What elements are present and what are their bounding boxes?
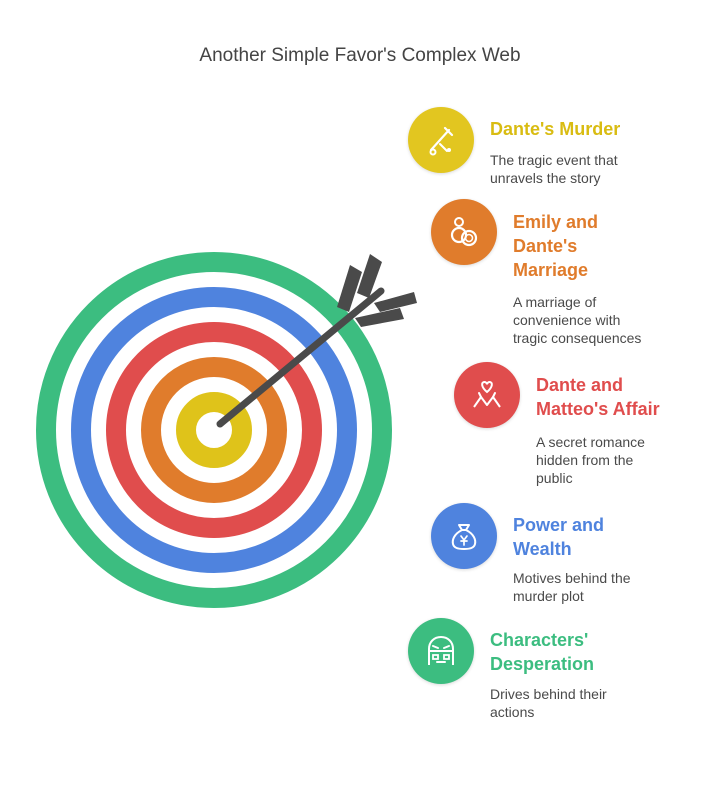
icon-circle-affair: [454, 362, 520, 428]
item-desc-marriage: A marriage of convenience with tragic co…: [513, 294, 642, 346]
ring-green: [36, 252, 392, 608]
item-desc-affair: A secret romance hidden from the public: [536, 434, 645, 486]
icon-circle-power-wealth: [431, 503, 497, 569]
icon-circle-desperation: [408, 618, 474, 684]
arrow: [216, 254, 417, 428]
money-bag-icon: [451, 524, 477, 551]
item-title-marriage: Emily and Dante's Marriage: [513, 212, 599, 280]
frustrated-face-icon: [428, 635, 454, 665]
icon-circle-dantes-murder: [408, 107, 474, 173]
item-title-affair: Dante and Matteo's Affair: [536, 375, 660, 419]
item-title-dantes-murder: Dante's Murder: [490, 119, 621, 139]
item-desc-power-wealth: Motives behind the murder plot: [513, 570, 631, 604]
ring-yellow: [176, 392, 252, 468]
item-desc-desperation: Drives behind their actions: [490, 686, 607, 720]
ring-red: [106, 322, 322, 538]
heart-hands-icon: [473, 380, 501, 408]
item-desc-dantes-murder: The tragic event that unravels the story: [490, 152, 618, 186]
ring-orange: [141, 357, 287, 503]
knife-blood-icon: [429, 126, 454, 156]
item-title-desperation: Characters' Desperation: [490, 630, 595, 674]
icon-circle-marriage: [431, 199, 497, 265]
ring-blue: [71, 287, 357, 573]
wedding-rings-icon: [450, 217, 478, 247]
item-title-power-wealth: Power and Wealth: [513, 515, 605, 559]
diagram-title: Another Simple Favor's Complex Web: [199, 45, 521, 66]
